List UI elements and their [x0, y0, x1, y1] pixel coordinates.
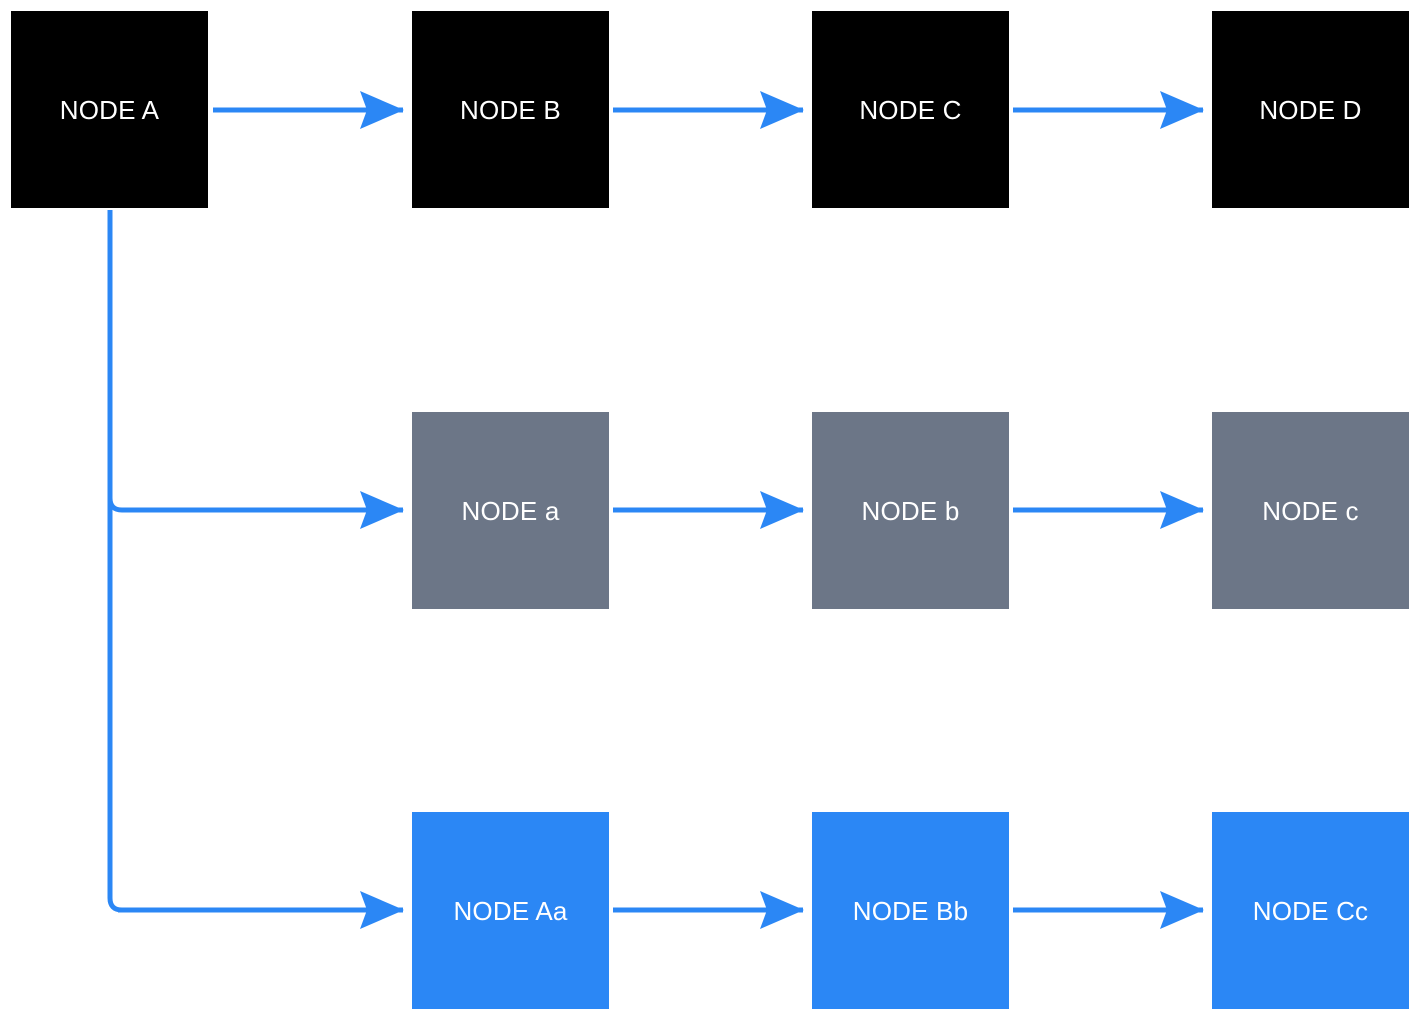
node-aa-label: NODE Aa	[453, 895, 568, 926]
node-bb-label: NODE Bb	[852, 895, 969, 926]
node-a-lower-label: NODE a	[461, 495, 560, 526]
node-b-lower-label: NODE b	[861, 495, 960, 526]
node-d[interactable]: NODE D	[1212, 11, 1409, 208]
node-a-label: NODE A	[59, 94, 160, 125]
edge-a-to-a-lower	[107, 491, 404, 529]
node-c-lower[interactable]: NODE c	[1212, 412, 1409, 609]
node-cc-label: NODE Cc	[1252, 895, 1369, 926]
node-aa[interactable]: NODE Aa	[412, 812, 609, 1009]
node-cc[interactable]: NODE Cc	[1212, 812, 1409, 1009]
node-c-lower-label: NODE c	[1262, 495, 1359, 526]
node-c[interactable]: NODE C	[812, 11, 1009, 208]
node-b-label: NODE B	[460, 94, 561, 125]
node-b[interactable]: NODE B	[412, 11, 609, 208]
node-a-lower[interactable]: NODE a	[412, 412, 609, 609]
edge-trunk-from-node-a	[107, 210, 123, 913]
node-c-label: NODE C	[859, 94, 962, 125]
node-a[interactable]: NODE A	[11, 11, 208, 208]
node-b-lower[interactable]: NODE b	[812, 412, 1009, 609]
node-bb[interactable]: NODE Bb	[812, 812, 1009, 1009]
node-d-label: NODE D	[1259, 94, 1362, 125]
